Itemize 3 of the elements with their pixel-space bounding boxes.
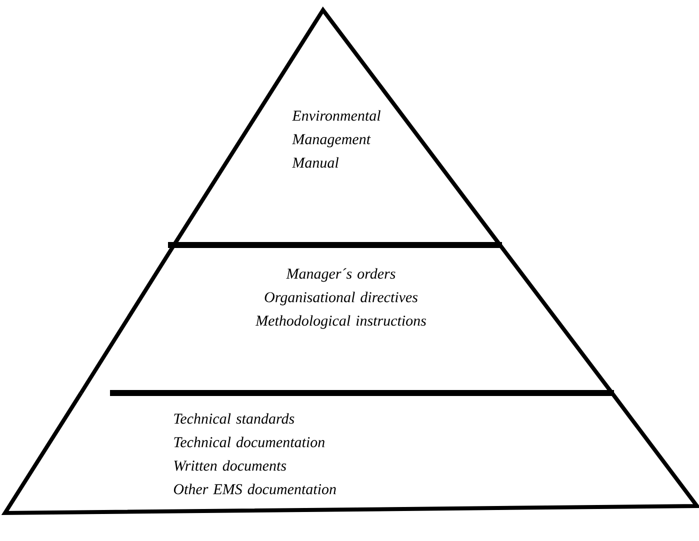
pyramid-level: Manager´s orders Organisational directives Methodological instructions [79,243,614,395]
pyramid-level: Technical standards Technical documentation Written documents Other EMS documentation [1,392,699,516]
pyramid-level: Environmental Management Manual [172,6,502,246]
